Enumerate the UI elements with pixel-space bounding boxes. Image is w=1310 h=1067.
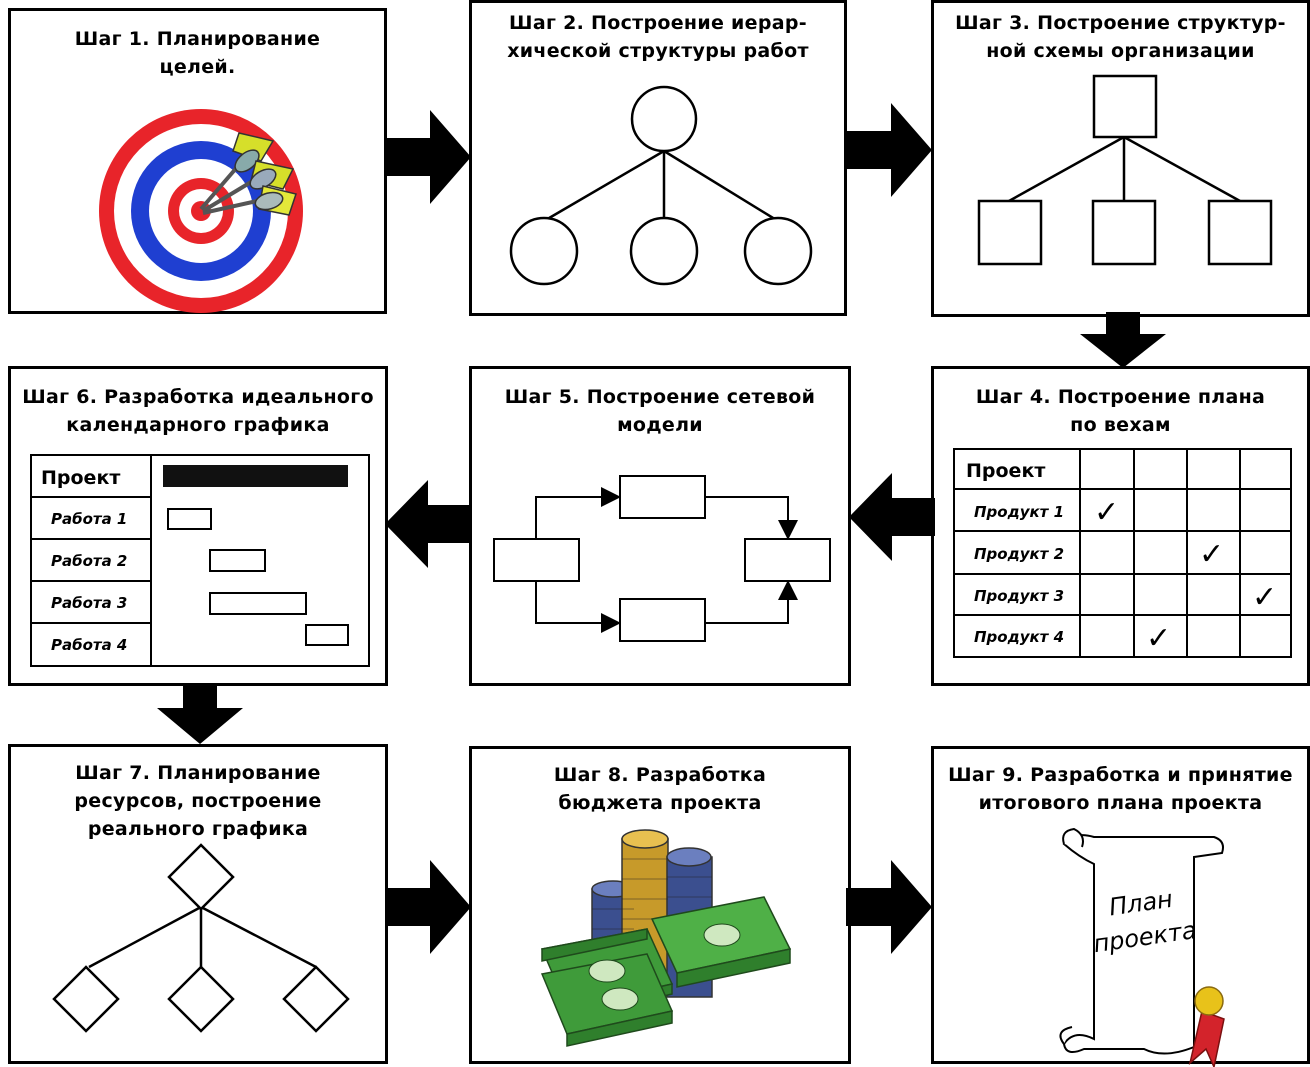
checkmark-icon: ✓ (1252, 580, 1277, 615)
step-8-title: Шаг 8. Разработка бюджета проекта (553, 764, 767, 814)
step-8-box: Шаг 8. Разработка бюджета проекта (469, 746, 851, 1064)
arrow-left-icon (849, 473, 935, 561)
dart-icon (199, 132, 275, 211)
step-7-title: Шаг 7. Планирование ресурсов, построение… (74, 762, 322, 840)
step-7-box: Шаг 7. Планирование ресурсов, построение… (8, 744, 388, 1064)
target-icon (99, 109, 303, 313)
gantt-row-label: Работа 4 (51, 636, 127, 654)
milestone-table-header: Проект (966, 460, 1045, 482)
milestone-row-label: Продукт 2 (974, 545, 1064, 563)
milestone-table: Проект Продукт 1 Продукт 2 Продукт 3 Про… (953, 448, 1292, 658)
step-9-box: Шаг 9. Разработка и принятие итогового п… (931, 746, 1310, 1067)
checkmark-icon: ✓ (1094, 495, 1119, 530)
step-5-title: Шаг 5. Построение сетевой модели (504, 386, 816, 436)
arrow-down-icon (157, 684, 243, 744)
step-1-box: Шаг 1. Планирование целей. (8, 8, 387, 314)
resource-diamonds-icon (52, 843, 350, 1033)
gantt-row-label: Работа 1 (51, 510, 127, 528)
arrow-right-icon (846, 103, 932, 197)
seal-icon (1188, 986, 1225, 1067)
dart-icon (201, 160, 295, 213)
gantt-chart: Проект Работа 1 Работа 2 Работа 3 Работа… (30, 454, 370, 667)
step-4-title: Шаг 4. Построение плана по вехам (975, 386, 1266, 436)
network-model-icon (493, 475, 831, 642)
step-4-box: Шаг 4. Построение плана по вехам Проект … (931, 366, 1310, 686)
arrow-right-icon (385, 110, 471, 204)
arrow-right-icon (846, 860, 932, 954)
milestone-row-label: Продукт 1 (974, 503, 1064, 521)
milestone-row-label: Продукт 3 (974, 587, 1064, 605)
step-2-title: Шаг 2. Построение иерар- хической структ… (507, 12, 809, 62)
checkmark-icon: ✓ (1199, 537, 1224, 572)
scroll-icon: План проекта (1059, 827, 1225, 1067)
arrow-right-icon (385, 860, 471, 954)
dart-icon (202, 185, 297, 216)
milestone-row-label: Продукт 4 (974, 628, 1064, 646)
arrow-down-icon (1080, 312, 1166, 368)
step-1-title: Шаг 1. Планирование целей. (74, 28, 321, 78)
step-6-title: Шаг 6. Разработка идеального календарног… (22, 386, 374, 436)
org-chart-icon (977, 74, 1273, 266)
arrow-left-icon (385, 480, 471, 568)
step-2-box: Шаг 2. Построение иерар- хической структ… (469, 0, 847, 316)
step-3-title: Шаг 3. Построение структур- ной схемы ор… (955, 12, 1286, 62)
step-3-box: Шаг 3. Построение структур- ной схемы ор… (931, 0, 1310, 317)
gantt-row-label: Работа 3 (51, 594, 127, 612)
gantt-row-label: Работа 2 (51, 552, 127, 570)
hierarchy-circles-icon (509, 85, 813, 286)
step-6-box: Шаг 6. Разработка идеального календарног… (8, 366, 388, 686)
checkmark-icon: ✓ (1146, 621, 1171, 656)
step-5-box: Шаг 5. Построение сетевой модели (469, 366, 851, 686)
step-9-title: Шаг 9. Разработка и принятие итогового п… (948, 764, 1293, 814)
money-icon (540, 829, 792, 1047)
gantt-header: Проект (41, 467, 120, 489)
